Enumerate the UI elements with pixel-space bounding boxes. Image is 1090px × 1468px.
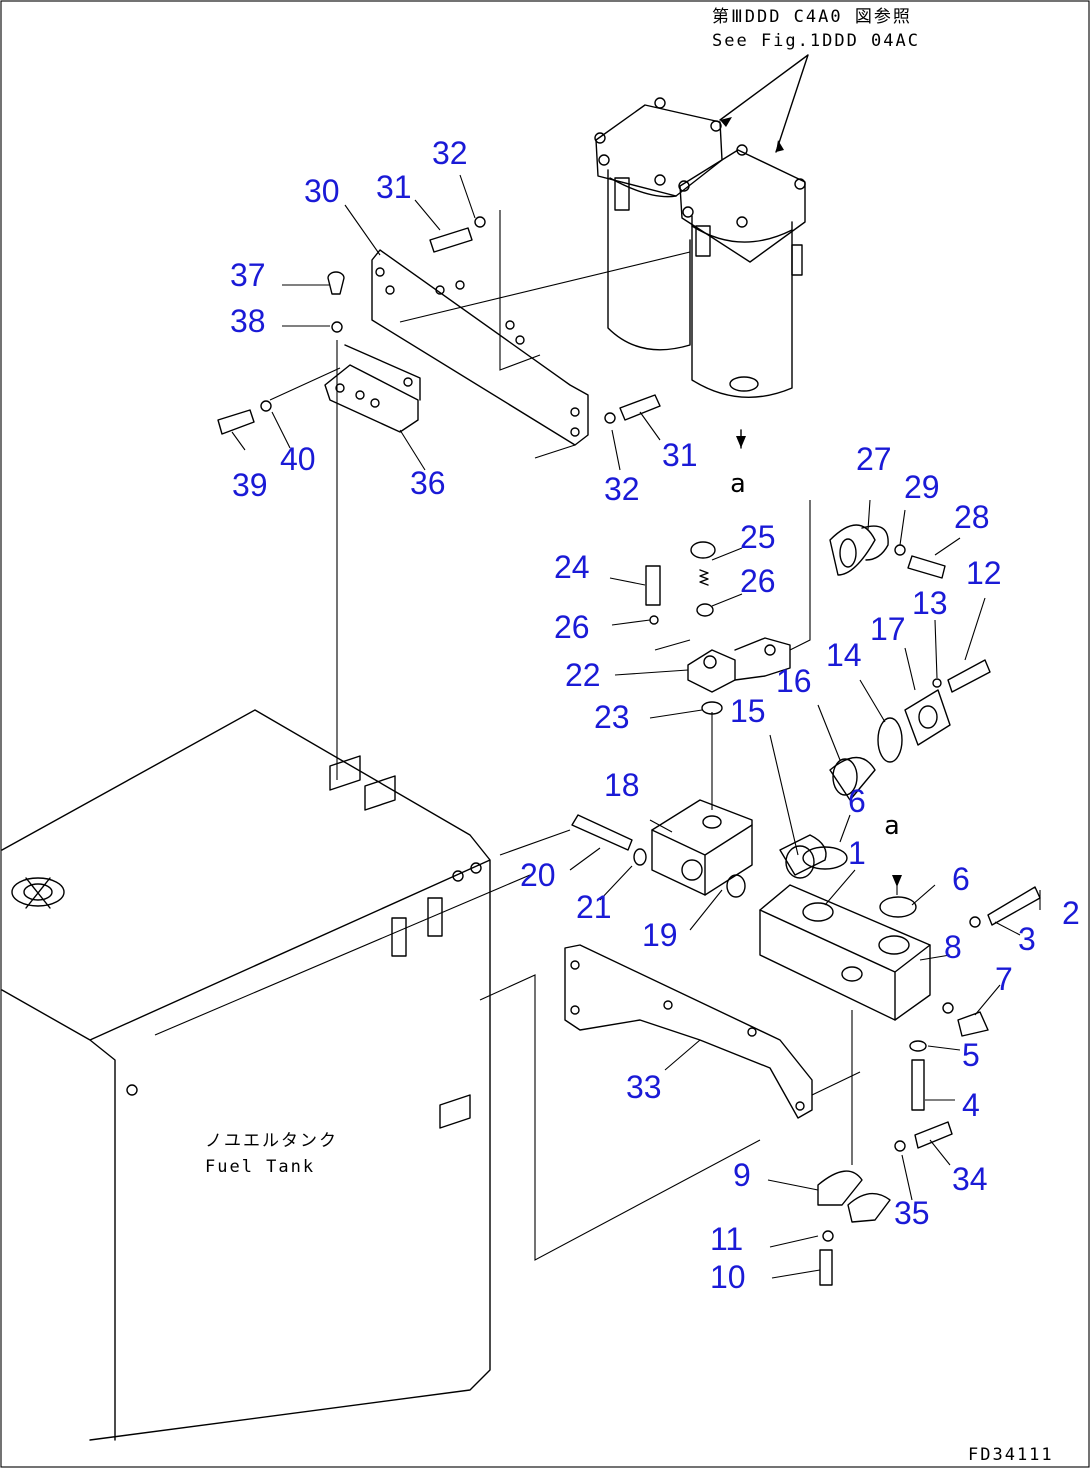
bracket-36 <box>217 271 421 780</box>
part-number-24: 24 <box>554 549 590 585</box>
part-number-26-right: 26 <box>740 563 776 599</box>
part-number-33: 33 <box>626 1069 662 1105</box>
part-number-8: 8 <box>944 929 962 965</box>
reference-note-jp: 第ⅢDDD C4A0 図参照 <box>712 7 912 27</box>
part-number-15: 15 <box>730 693 766 729</box>
part-number-39: 39 <box>232 467 268 503</box>
head-22 <box>645 500 811 693</box>
fuel-tank <box>1 709 761 1441</box>
part-number-14: 14 <box>826 637 862 673</box>
part-number-31-bottom: 31 <box>662 437 698 473</box>
part-number-2: 2 <box>1062 895 1080 931</box>
clamp-9 <box>817 1121 953 1286</box>
reference-leader-lines <box>719 54 809 153</box>
part-number-13: 13 <box>912 585 948 621</box>
arrow-a-head <box>736 436 746 448</box>
reference-arrowheads <box>720 117 784 152</box>
tank-label-en: Fuel Tank <box>205 1157 315 1177</box>
bolts-31-32 <box>429 216 661 424</box>
valve-block-1 <box>759 846 1041 1165</box>
part-number-35: 35 <box>894 1195 930 1231</box>
clamp-27 <box>829 524 946 579</box>
part-number-29: 29 <box>904 469 940 505</box>
part-number-10: 10 <box>710 1259 746 1295</box>
arrow-label-bottom: a <box>884 811 900 841</box>
part-number-9: 9 <box>733 1157 751 1193</box>
part-number-5: 5 <box>962 1037 980 1073</box>
fittings-14-17 <box>779 659 991 879</box>
part-number-38: 38 <box>230 303 266 339</box>
part-number-16: 16 <box>776 663 812 699</box>
part-number-19: 19 <box>642 917 678 953</box>
leader-lines <box>231 174 1041 1279</box>
part-number-40: 40 <box>280 441 316 477</box>
part-number-34: 34 <box>952 1161 988 1197</box>
part-number-18: 18 <box>604 767 640 803</box>
part-number-labels: 1 2 3 4 5 6 6 7 8 9 10 11 12 13 14 15 16… <box>230 135 1080 1295</box>
part-number-17: 17 <box>870 611 906 647</box>
part-number-11: 11 <box>710 1221 743 1257</box>
part-number-26-left: 26 <box>554 609 590 645</box>
bracket-plate-30 <box>371 210 691 459</box>
part-number-20: 20 <box>520 857 556 893</box>
valve-body-18 <box>499 701 753 898</box>
part-number-32-bottom: 32 <box>604 471 640 507</box>
part-number-28: 28 <box>954 499 990 535</box>
part-number-12: 12 <box>966 555 1002 591</box>
filter-assembly <box>594 97 806 398</box>
part-number-31-top: 31 <box>376 169 412 205</box>
part-number-37: 37 <box>230 257 266 293</box>
part-number-25: 25 <box>740 519 776 555</box>
tank-label-jp: ノユエルタンク <box>205 1131 338 1151</box>
part-number-30: 30 <box>304 173 340 209</box>
arrow-label-top: a <box>730 469 746 499</box>
part-number-32-top: 32 <box>432 135 468 171</box>
reference-note-en: See Fig.1DDD 04AC <box>712 31 920 51</box>
part-number-22: 22 <box>565 657 601 693</box>
part-number-36: 36 <box>410 465 446 501</box>
part-number-4: 4 <box>962 1087 980 1123</box>
part-number-7: 7 <box>995 961 1013 997</box>
bracket-33 <box>564 944 861 1119</box>
part-number-3: 3 <box>1018 921 1036 957</box>
part-number-21: 21 <box>576 889 612 925</box>
drawing-code: FD34111 <box>968 1445 1054 1465</box>
part-number-6-upper: 6 <box>848 783 866 819</box>
part-number-6-lower: 6 <box>952 861 970 897</box>
part-number-23: 23 <box>594 699 630 735</box>
part-number-1: 1 <box>848 835 866 871</box>
part-number-27: 27 <box>856 441 892 477</box>
